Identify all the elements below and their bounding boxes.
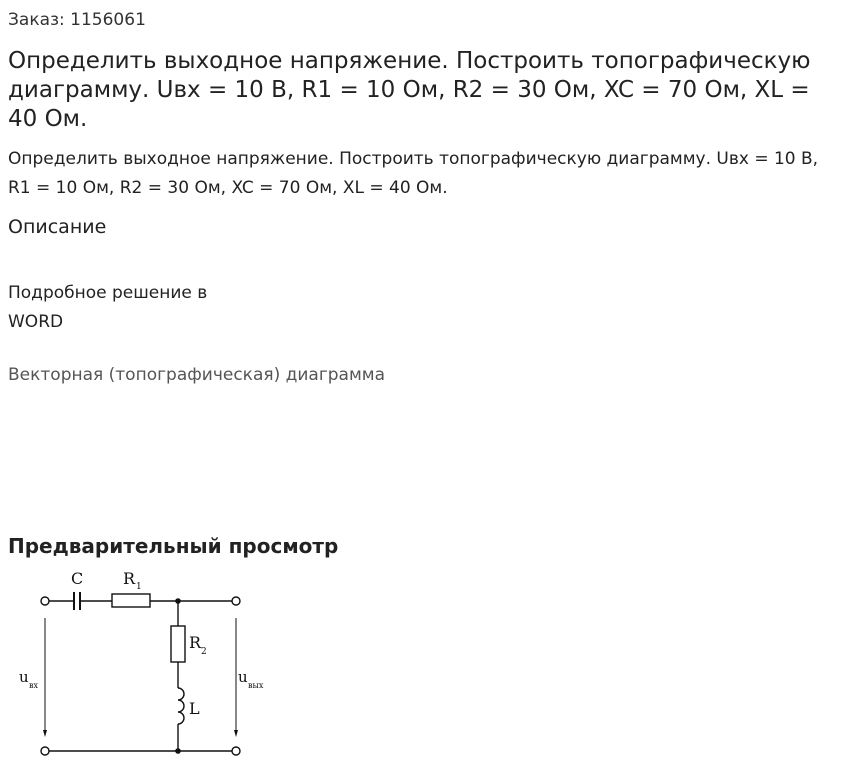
resistor-r1: [111, 593, 151, 608]
preview-heading: Предварительный просмотр: [8, 534, 339, 558]
label-u-in-sub: вх: [29, 681, 39, 690]
label-r1-sub: 1: [136, 582, 142, 592]
arrowhead-u-out: [234, 730, 238, 737]
order-number: Заказ: 1156061: [8, 10, 146, 30]
vector-diagram-link[interactable]: Векторная (топографическая) диаграмма: [8, 365, 386, 385]
label-r1: R: [123, 569, 136, 588]
terminal-out-bottom: [231, 746, 241, 756]
label-r2: R: [189, 633, 202, 652]
arrowhead-u-in: [43, 730, 47, 737]
terminal-out-top: [231, 596, 241, 606]
page-title: Определить выходное напряжение. Построит…: [8, 48, 811, 132]
terminal-in-bottom: [40, 746, 50, 756]
label-c: C: [71, 569, 83, 588]
section-title-description: Описание: [8, 216, 107, 238]
resistor-r2: [170, 625, 186, 663]
solution-text: Подробное решение в WORD: [8, 283, 208, 332]
task-description: Определить выходное напряжение. Построит…: [8, 149, 819, 198]
terminal-in-top: [40, 596, 50, 606]
label-u-in: u: [19, 668, 29, 686]
inductor-l: [177, 687, 185, 725]
circuit-diagram: C R 1 R 2 L u вх u вых: [19, 569, 264, 756]
label-l: L: [189, 699, 200, 718]
label-r2-sub: 2: [201, 647, 207, 657]
label-u-out-sub: вых: [248, 681, 264, 690]
node-top: [175, 598, 181, 604]
label-u-out: u: [238, 668, 248, 686]
node-bottom: [175, 748, 181, 754]
